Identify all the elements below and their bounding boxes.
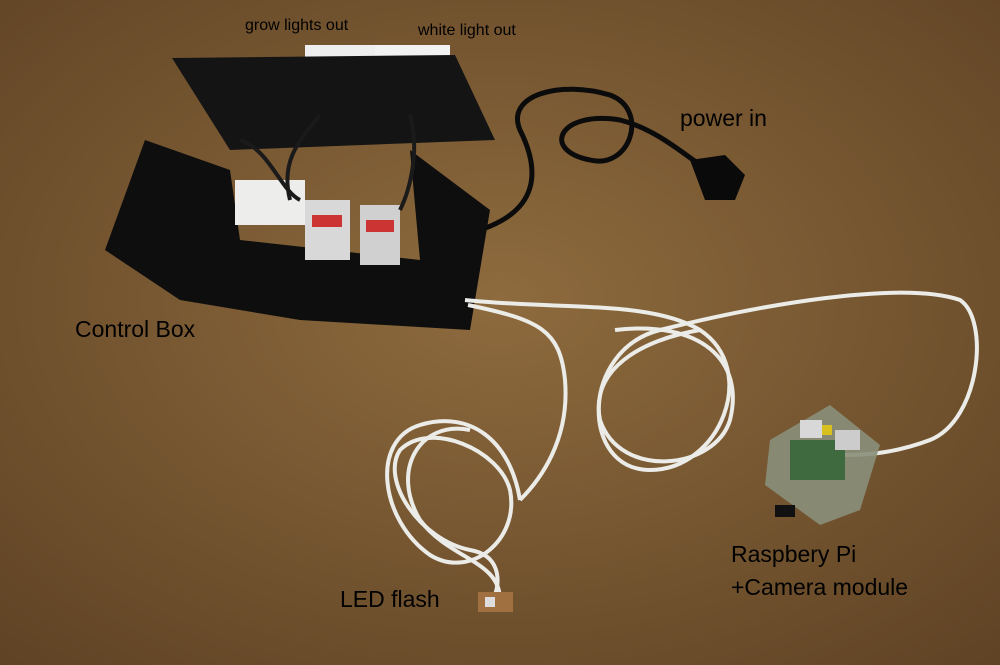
power-plug	[690, 155, 745, 200]
power-in-label: power in	[680, 105, 767, 131]
white-light-out-label: white light out	[418, 22, 516, 39]
camera-module-label: +Camera module	[731, 574, 909, 600]
grow-lights-out-label: grow lights out	[245, 17, 349, 34]
white-cables	[385, 290, 979, 601]
raspberry-pi-label: Raspbery Pi	[731, 541, 857, 567]
control-box	[105, 113, 490, 330]
control-box-label: Control Box	[75, 316, 196, 342]
box-lid	[172, 45, 495, 150]
raspberry-pi	[765, 405, 880, 525]
led-flash-label: LED flash	[340, 586, 440, 612]
power-cable	[479, 86, 717, 233]
led-flash-board	[478, 592, 513, 612]
